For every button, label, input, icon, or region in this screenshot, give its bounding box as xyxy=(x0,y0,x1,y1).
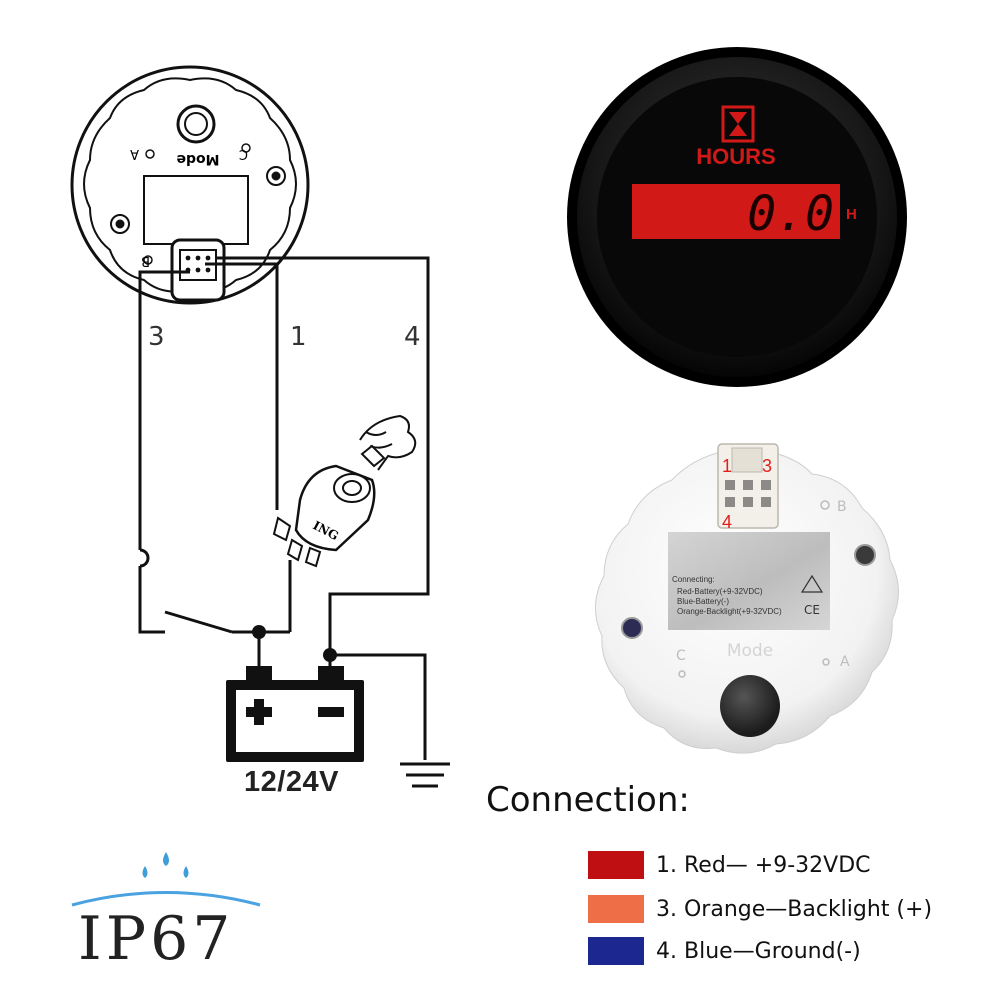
switch-blade xyxy=(164,610,233,634)
ignition-label: ING xyxy=(311,518,341,543)
swatch-blue xyxy=(588,937,644,965)
rear-label-b: B xyxy=(837,499,847,515)
ignition-terminal-2 xyxy=(286,538,304,562)
pin-label-3: 3 xyxy=(762,456,773,476)
rear-label-mode: Mode xyxy=(727,641,773,661)
lcd-display xyxy=(632,184,840,239)
rear-label-a: A xyxy=(840,654,850,670)
legend-label-orange: 3. Orange—Backlight (+) xyxy=(656,896,933,922)
rear-sticker xyxy=(668,532,830,630)
mount-hole-left xyxy=(110,214,130,234)
rear-mount-right xyxy=(854,544,876,566)
wire-1 xyxy=(205,262,279,510)
sticker-line-2: Blue-Battery(-) xyxy=(677,597,729,606)
gauge-rear-photo: B Connecting: Red-Battery(+9-32VDC) Blue… xyxy=(594,443,900,754)
wire-label-3: 3 xyxy=(148,322,165,352)
back-label-b: B xyxy=(141,253,150,268)
ip67-arc xyxy=(71,891,261,907)
sticker-ce-mark: CE xyxy=(804,603,820,617)
gauge-outer-ring xyxy=(70,65,310,305)
battery-face xyxy=(236,690,354,752)
sticker-line-0: Connecting: xyxy=(672,575,715,584)
swatch-orange xyxy=(588,895,644,923)
ip67-rating: IP67 xyxy=(78,904,235,974)
mount-hole-left-center xyxy=(115,219,125,229)
gauge-front-photo: HOURS 0.0 H xyxy=(567,47,907,387)
rear-dot-b xyxy=(820,500,830,510)
ignition-barrel xyxy=(333,473,371,503)
key-outline xyxy=(360,444,386,468)
mode-button-inner xyxy=(184,112,208,136)
wire-label-1: 1 xyxy=(290,322,307,352)
recycle-icon xyxy=(800,574,824,593)
lcd-reading: 0.0 xyxy=(747,186,834,242)
rear-label-c: C xyxy=(676,648,686,664)
indicator-a-dot xyxy=(145,149,155,159)
battery-icon xyxy=(226,666,364,762)
mode-button-outline xyxy=(176,104,216,144)
connection-title: Connection: xyxy=(486,780,690,820)
ip67-drop-right xyxy=(183,866,189,878)
battery-positive-post xyxy=(246,666,272,680)
indicator-b-dot xyxy=(143,255,153,265)
back-label-mode: Mode xyxy=(176,151,219,167)
legend-item-red: 1. Red— +9-32VDC xyxy=(588,850,871,880)
legend-item-blue: 4. Blue—Ground(-) xyxy=(588,936,861,966)
back-label-c: C xyxy=(239,146,248,161)
rear-dot-a xyxy=(822,658,830,666)
ignition-terminal-3 xyxy=(304,546,322,568)
battery-voltage: 12/24V xyxy=(244,766,339,798)
pin-label-1: 1 xyxy=(722,456,733,476)
wire-4 xyxy=(215,256,430,668)
ip67-logo xyxy=(71,852,261,907)
rear-dot-c xyxy=(678,670,686,678)
wiring-lines xyxy=(138,256,430,760)
rear-mount-left xyxy=(621,617,643,639)
positive-junction xyxy=(252,625,266,639)
ignition-keyhole xyxy=(342,480,362,496)
rear-connector-pins xyxy=(725,480,771,507)
gauge-back-view-drawing xyxy=(70,65,310,305)
wire-3 xyxy=(138,270,190,550)
mount-hole-right-center xyxy=(271,171,281,181)
ignition-terminal-1 xyxy=(272,516,292,542)
back-label-a: A xyxy=(130,146,139,161)
hand-outline xyxy=(359,414,417,471)
sticker-line-1: Red-Battery(+9-32VDC) xyxy=(677,587,763,596)
legend-item-orange: 3. Orange—Backlight (+) xyxy=(588,894,932,924)
rear-connector-latch xyxy=(731,447,763,473)
lcd-window-outline xyxy=(143,175,249,245)
lcd-unit-suffix: H xyxy=(846,206,857,223)
negative-junction xyxy=(323,648,337,662)
wire-3-hop xyxy=(139,548,150,568)
ignition-key-icon xyxy=(272,414,417,568)
wire-3-lower xyxy=(138,566,165,634)
mount-hole-right xyxy=(266,166,286,186)
ground-symbol-icon xyxy=(400,762,450,788)
gauge-unit-label: HOURS xyxy=(696,144,775,169)
minus-bar xyxy=(318,707,344,717)
ground-wire xyxy=(330,653,427,760)
legend-label-red: 1. Red— +9-32VDC xyxy=(656,852,871,878)
ip67-drop-left xyxy=(142,866,148,878)
swatch-red xyxy=(588,851,644,879)
pin-label-4: 4 xyxy=(722,512,733,532)
indicator-c-dot xyxy=(241,143,251,153)
hourglass-icon xyxy=(721,105,755,143)
ip67-drop-center xyxy=(163,852,169,866)
battery-negative-post xyxy=(318,666,344,680)
legend-label-blue: 4. Blue—Ground(-) xyxy=(656,938,861,964)
plus-vertical xyxy=(254,699,264,725)
rear-mode-knob xyxy=(720,675,780,737)
ignition-body xyxy=(294,464,376,552)
sticker-line-3: Orange-Backlight(+9-32VDC) xyxy=(677,607,782,616)
wire-label-4: 4 xyxy=(404,322,421,352)
